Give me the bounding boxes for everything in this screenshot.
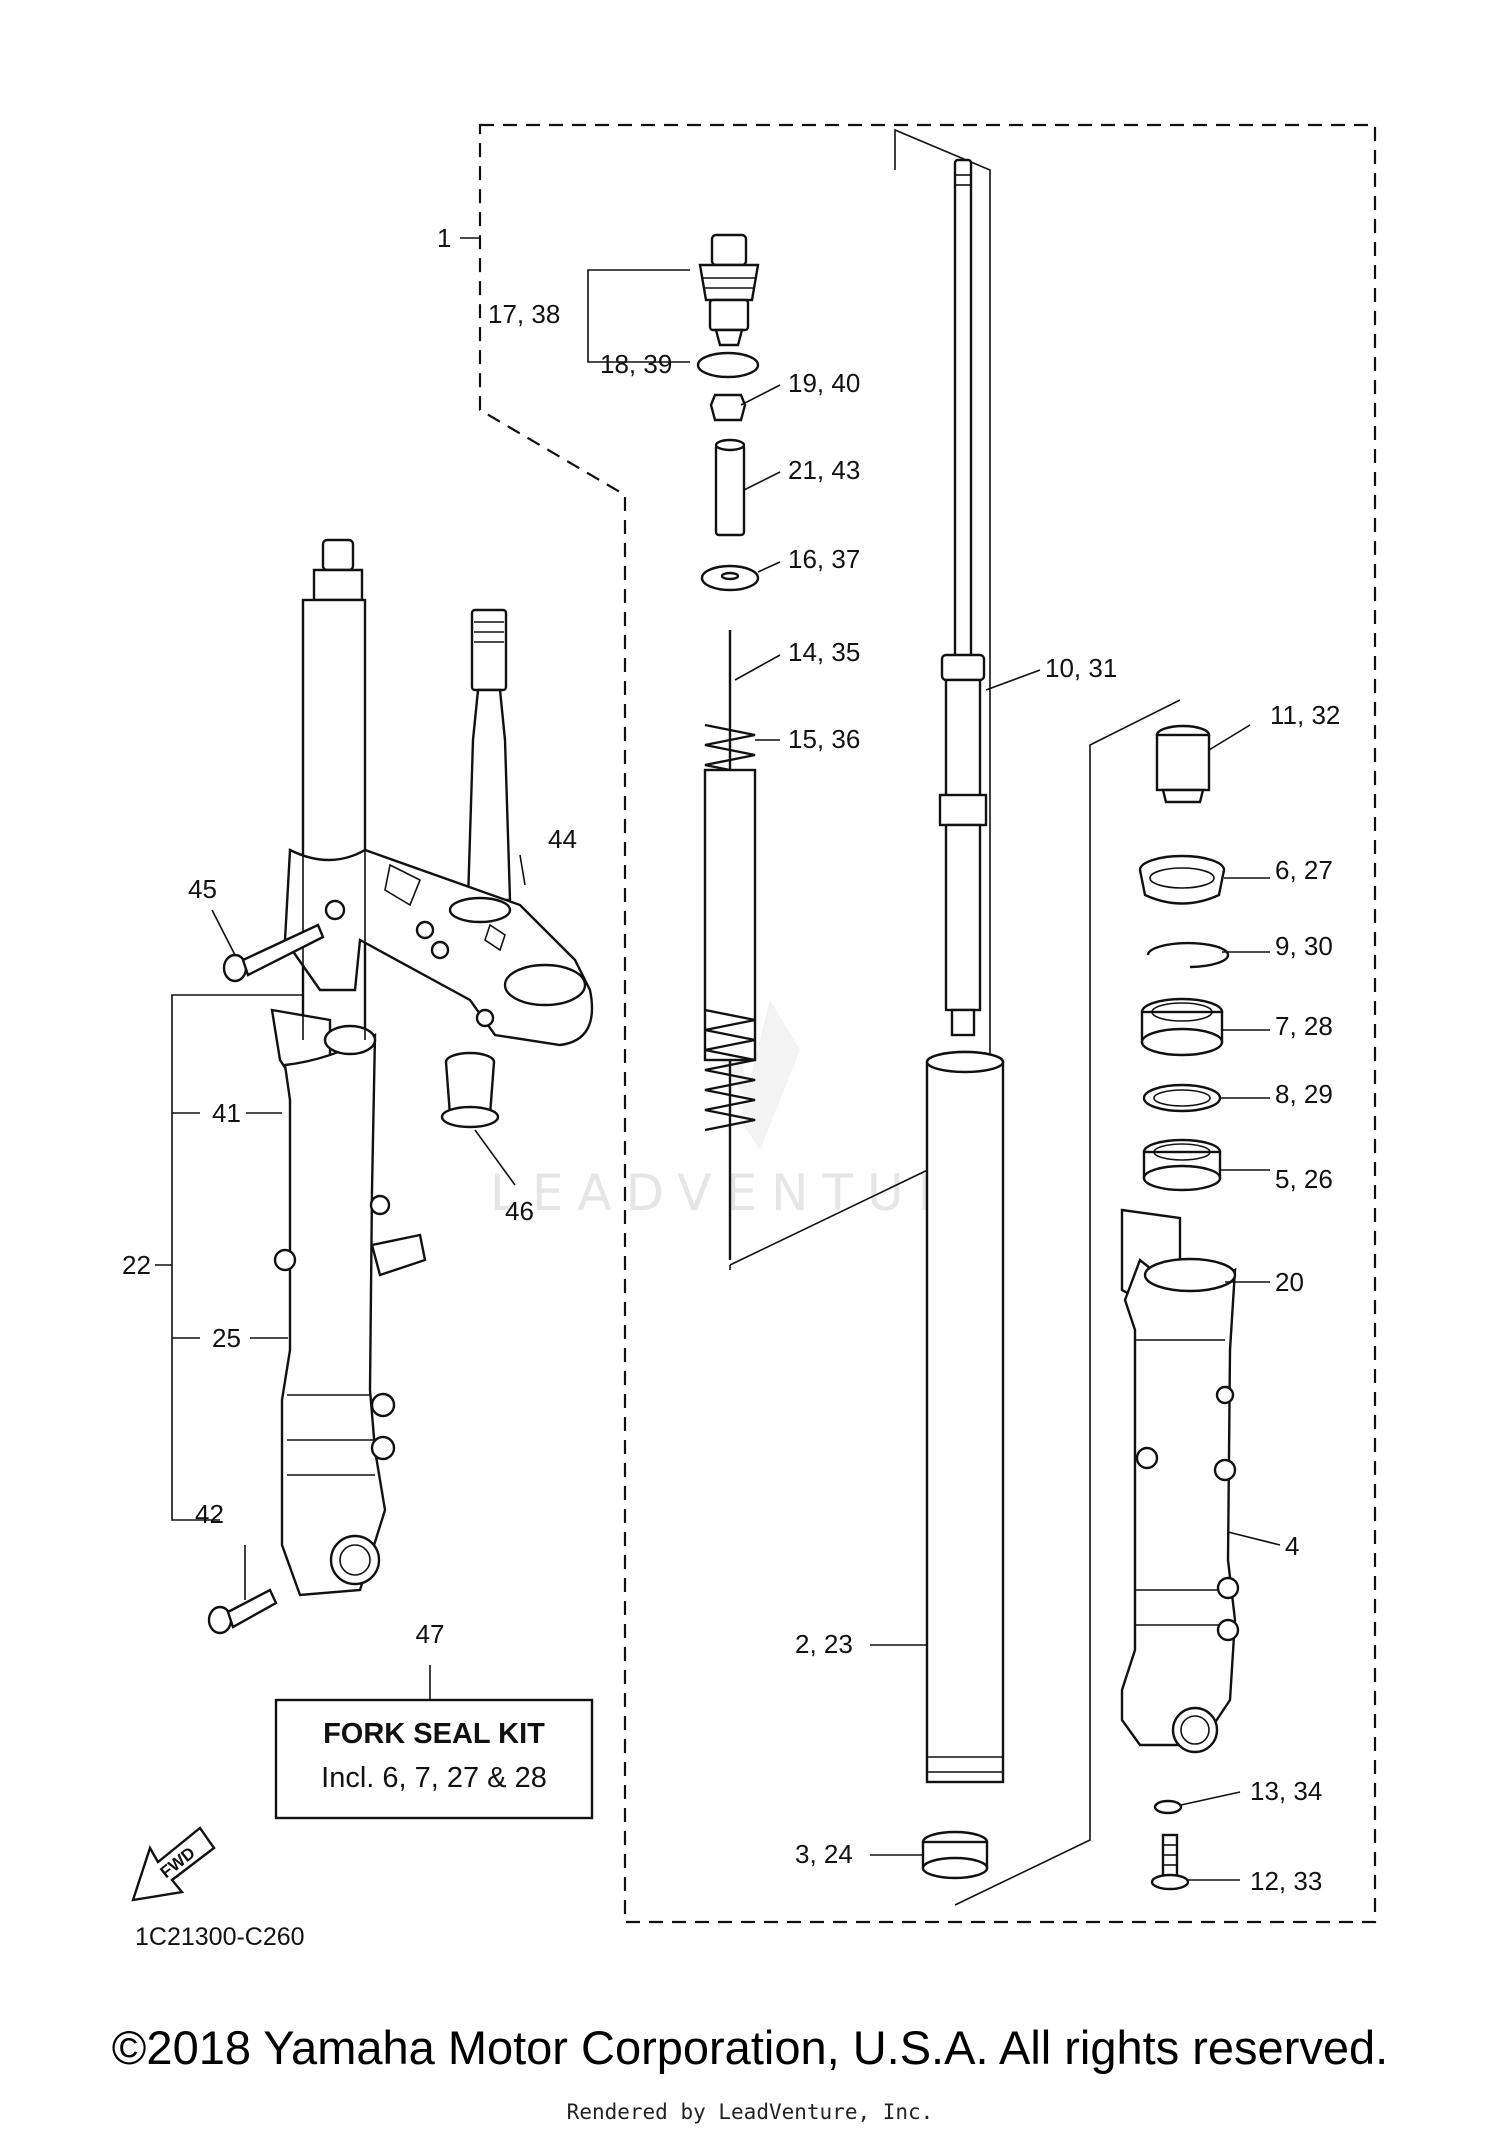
label-22: 22 (122, 1250, 151, 1280)
drain-bolt-part (1150, 1833, 1240, 1891)
label-3-24: 3, 24 (795, 1839, 853, 1869)
label-17-38: 17, 38 (488, 299, 560, 329)
label-5-26: 5, 26 (1275, 1164, 1333, 1194)
clip-part (1146, 941, 1270, 969)
diagram-code: 1C21300-C260 (135, 1923, 305, 1951)
label-12-33: 12, 33 (1250, 1866, 1322, 1896)
dust-seal-part (1138, 854, 1270, 905)
cap-bolt-part (698, 233, 760, 347)
watermark-text: LEADVENTURE (490, 1164, 1012, 1222)
label-7-28: 7, 28 (1275, 1011, 1333, 1041)
o-ring-part (696, 351, 760, 379)
assembly-boundary (478, 123, 1377, 1924)
nut-part (709, 384, 781, 422)
group-outline-outer (954, 699, 1181, 1906)
kit-title: FORK SEAL KIT (323, 1718, 545, 1750)
label-19-40: 19, 40 (788, 368, 860, 398)
label-10-31: 10, 31 (1045, 653, 1117, 683)
kit-contents: Incl. 6, 7, 27 & 28 (321, 1762, 547, 1794)
label-16-37: 16, 37 (788, 544, 860, 574)
pinch-bolt-45-part (211, 909, 325, 983)
bracket-17-18 (587, 269, 690, 363)
label-13-34: 13, 34 (1250, 1776, 1322, 1806)
fwd-arrow-icon: FWD (131, 1826, 216, 1902)
label-4: 4 (1285, 1531, 1299, 1561)
collar-part (440, 1051, 516, 1186)
spacer-rod-part (714, 438, 781, 537)
cylinder-rod-part (938, 158, 1041, 1037)
label-9-30: 9, 30 (1275, 931, 1333, 961)
oil-seal-part (1140, 997, 1270, 1057)
label-15-36: 15, 36 (788, 724, 860, 754)
label-18-39: 18, 39 (600, 349, 672, 379)
outer-tube-part (1120, 1208, 1281, 1754)
leader-44 (519, 854, 526, 886)
label-44: 44 (548, 824, 577, 854)
label-2-23: 2, 23 (795, 1629, 853, 1659)
bracket-22 (171, 994, 303, 1521)
copyright-notice: ©2018 Yamaha Motor Corporation, U.S.A. A… (111, 2021, 1389, 2074)
label-41: 41 (212, 1098, 241, 1128)
pinch-bolt-42-part (207, 1545, 278, 1635)
label-46: 46 (505, 1196, 534, 1226)
cap-part (1155, 724, 1251, 804)
label-42: 42 (195, 1499, 224, 1529)
guide-bushing-part (1142, 1138, 1270, 1192)
group-outline-inner (729, 128, 991, 1266)
label-21-43: 21, 43 (788, 455, 860, 485)
label-8-29: 8, 29 (1275, 1079, 1333, 1109)
label-47: 47 (416, 1619, 445, 1649)
label-14-35: 14, 35 (788, 637, 860, 667)
seal-washer-part (1142, 1083, 1270, 1113)
label-11-32: 11, 32 (1270, 700, 1340, 730)
label-20: 20 (1275, 1267, 1304, 1297)
inner-tube-part (870, 1050, 1005, 1784)
fork-seal-kit-box (274, 1698, 594, 1820)
label-1: 1 (437, 223, 451, 253)
slide-bushing-part (870, 1830, 989, 1880)
label-6-27: 6, 27 (1275, 855, 1333, 885)
damper-spring-part (703, 723, 780, 1132)
assembled-fork-part (270, 538, 427, 1597)
label-45: 45 (188, 874, 217, 904)
washer-part (700, 561, 781, 592)
copper-washer-part (1153, 1791, 1241, 1815)
rendered-by-text: Rendered by LeadVenture, Inc. (566, 2100, 934, 2124)
label-25: 25 (212, 1323, 241, 1353)
